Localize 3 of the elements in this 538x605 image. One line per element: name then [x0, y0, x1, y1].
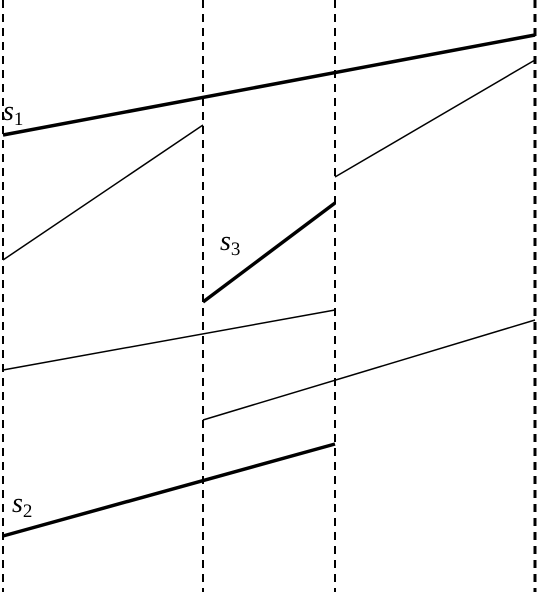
segment-label: s$_{3}$: [220, 228, 240, 259]
segment-label: s$_{1}$: [3, 98, 24, 129]
segment-label: s$_{2}$: [12, 490, 32, 521]
